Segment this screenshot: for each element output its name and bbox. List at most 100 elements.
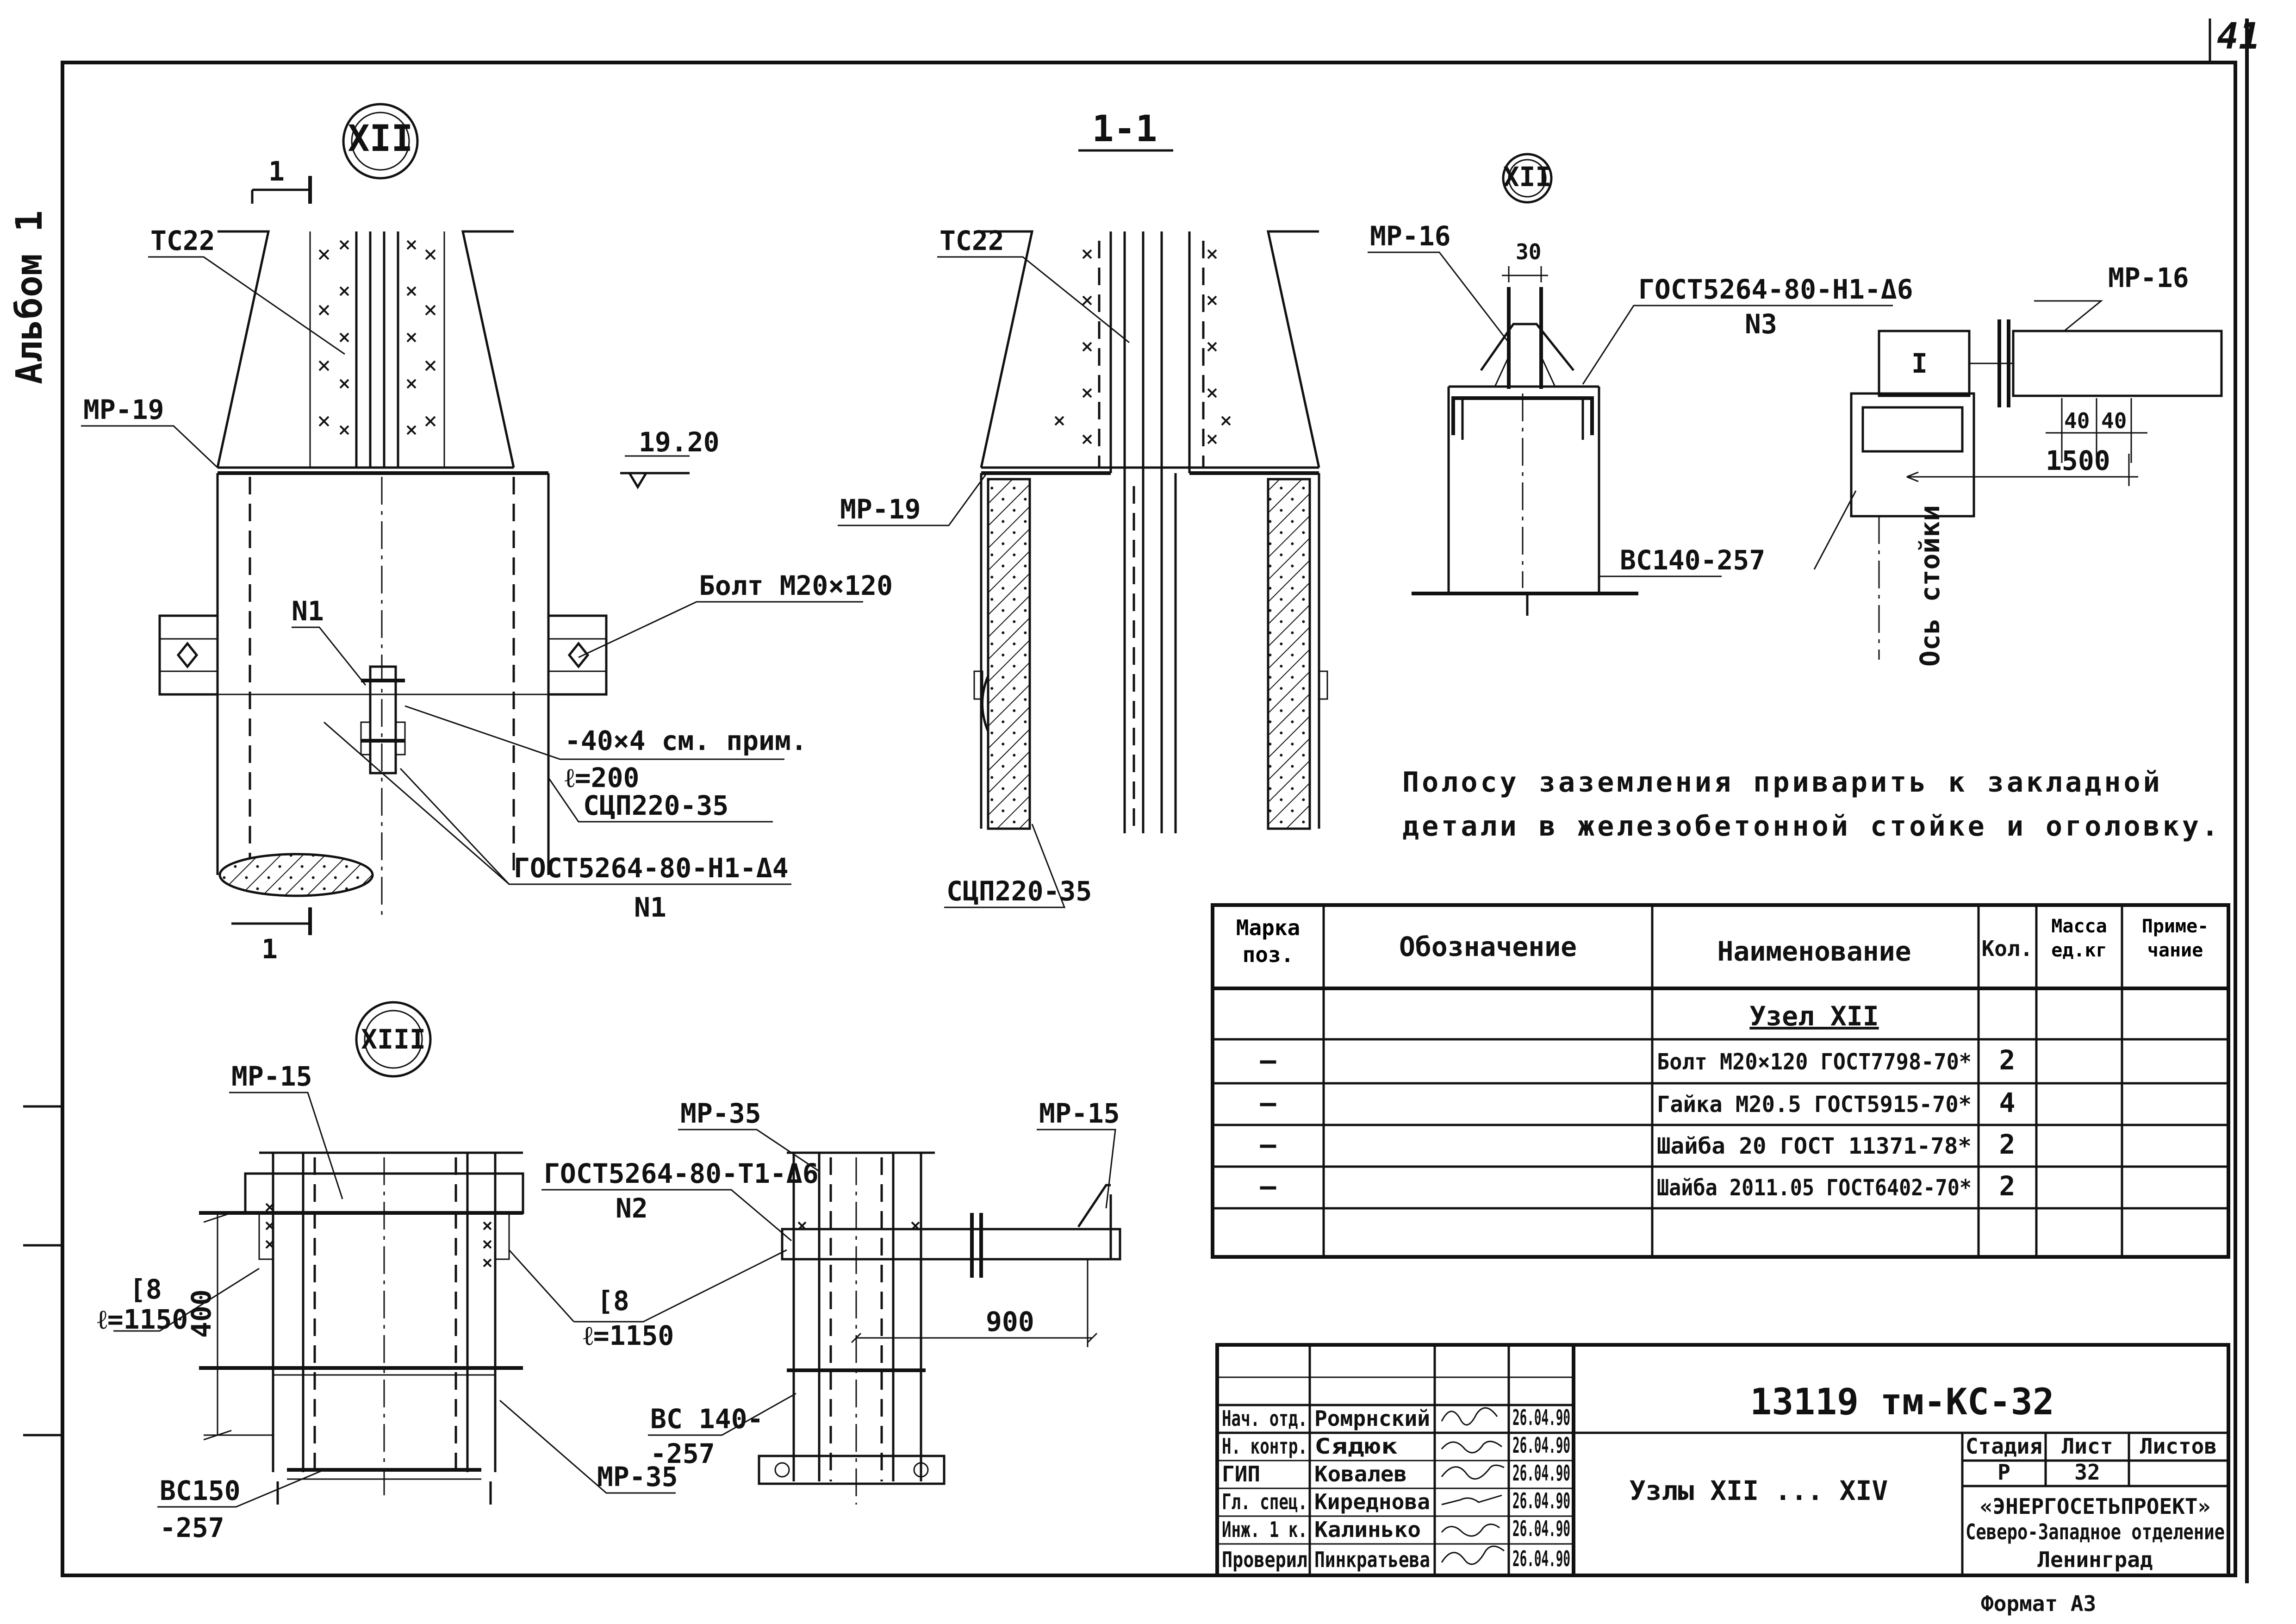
th-designation: Обозначение bbox=[1399, 931, 1577, 962]
section-1-1: 1-1 ТС22 МР-19 СЦП220-35 bbox=[838, 108, 1328, 908]
node-xii-detail: XII 30 МР-16 ГОСТ5264-80-Н1-Δ6 N3 ВС140-… bbox=[1368, 153, 2223, 667]
person-2-name: Сядюк bbox=[1314, 1434, 1398, 1459]
title-name: Узлы XII ... XIV bbox=[1630, 1475, 1888, 1506]
label-gost-n1-tag: N1 bbox=[634, 892, 666, 923]
th-mass: Масса ед.кг bbox=[2051, 916, 2107, 961]
format-label: Формат А3 bbox=[1981, 1591, 2096, 1616]
spec-group-title: Узел XII bbox=[1749, 1000, 1879, 1032]
node-xii-elevation: XII 1 1 bbox=[81, 103, 893, 965]
person-5-date: 26.04.90 bbox=[1512, 1516, 1570, 1541]
label-vs150-2: -257 bbox=[160, 1512, 224, 1543]
spec-table: Марка поз. Обозначение Наименование Кол.… bbox=[1211, 903, 2230, 1259]
label-tc22-left: ТС22 bbox=[150, 225, 215, 256]
label-mr35-a: МР-35 bbox=[680, 1098, 761, 1129]
section-title: 1-1 bbox=[1092, 108, 1157, 150]
cut-label-top: 1 bbox=[268, 156, 285, 187]
dim-40b: 40 bbox=[2101, 408, 2127, 433]
person-4-name: Киреднова bbox=[1314, 1489, 1430, 1514]
note-line-2: детали в железобетонной стойке и оголовк… bbox=[1402, 810, 2221, 843]
person-1-name: Ромрнский bbox=[1314, 1406, 1430, 1431]
title-org-1: «ЭНЕРГОСЕТЬПРОЕКТ» bbox=[1980, 1494, 2211, 1519]
label-tc22-mid: ТС22 bbox=[940, 225, 1004, 256]
node-xii-detail-tag: XII bbox=[1503, 161, 1552, 193]
label-scp-mid: СЦП220-35 bbox=[946, 875, 1092, 907]
label-i-mark: I bbox=[1911, 348, 1928, 379]
dim-400: 400 bbox=[186, 1289, 217, 1338]
person-3-role: ГИП bbox=[1222, 1462, 1260, 1487]
album-label: Альбом 1 bbox=[9, 210, 50, 384]
spec-row-2-mark: — bbox=[1260, 1087, 1276, 1118]
elevation-label: 19.20 bbox=[639, 426, 720, 458]
label-mr15-b: МР-15 bbox=[1039, 1098, 1120, 1129]
label-vs140-b1: ВС 140- bbox=[650, 1403, 763, 1435]
dim-900: 900 bbox=[986, 1306, 1034, 1337]
th-name: Наименование bbox=[1717, 936, 1911, 967]
label-l200: ℓ=200 bbox=[565, 762, 639, 793]
label-axis-stoiki: Ось стойки bbox=[1914, 505, 1946, 667]
spec-row-2-name: Гайка М20.5 ГОСТ5915-70* bbox=[1657, 1092, 1972, 1118]
spec-row-4-mark: — bbox=[1260, 1170, 1276, 1202]
dim-1500: 1500 bbox=[2046, 445, 2110, 476]
label-gost-n2: ГОСТ5264-80-Т1-Δ6 bbox=[544, 1158, 819, 1189]
label-c8-a: [8 bbox=[130, 1274, 162, 1305]
spec-row-4-qty: 2 bbox=[1999, 1170, 2016, 1202]
label-gost-n1: ГОСТ5264-80-Н1-Δ4 bbox=[514, 852, 789, 884]
person-4-role: Гл. спец. bbox=[1222, 1489, 1307, 1514]
person-5-role: Инж. 1 к. bbox=[1222, 1517, 1307, 1542]
th-mark: Марка поз. bbox=[1236, 915, 1300, 967]
spec-row-2-qty: 4 bbox=[1999, 1087, 2016, 1118]
spec-row-3-qty: 2 bbox=[1999, 1129, 2016, 1160]
person-1-role: Нач. отд. bbox=[1222, 1406, 1307, 1431]
node-xiii-tag: XIII bbox=[361, 1024, 426, 1055]
label-n3: N3 bbox=[1745, 308, 1777, 340]
spec-row-4-name: Шайба 2011.05 ГОСТ6402-70* bbox=[1657, 1175, 1972, 1201]
person-3-date: 26.04.90 bbox=[1512, 1461, 1570, 1486]
title-block: 13119 тм-КС-32 Узлы XII ... XIV Стадия Л… bbox=[1215, 1343, 2230, 1577]
label-vs140-a: ВС140-257 bbox=[1620, 544, 1765, 576]
label-mr15-a: МР-15 bbox=[231, 1061, 312, 1092]
note-line-1: Полосу заземления приварить к закладной bbox=[1402, 766, 2163, 799]
label-bolt: Болт М20×120 bbox=[699, 570, 893, 601]
title-stage: Р bbox=[1997, 1460, 2010, 1485]
label-scp-left: СЦП220-35 bbox=[583, 790, 728, 821]
title-sheet: 32 bbox=[2074, 1460, 2100, 1485]
dim-40a: 40 bbox=[2064, 408, 2090, 433]
title-org-3: Ленинград bbox=[2037, 1547, 2153, 1572]
spec-row-1-name: Болт М20×120 ГОСТ7798-70* bbox=[1657, 1049, 1972, 1075]
title-doc-code: 13119 тм-КС-32 bbox=[1750, 1381, 2054, 1423]
label-c8-b: [8 bbox=[597, 1285, 629, 1317]
cut-label-bottom: 1 bbox=[261, 933, 278, 965]
person-1-date: 26.04.90 bbox=[1512, 1405, 1570, 1430]
label-l1150-a: ℓ=1150 bbox=[97, 1304, 188, 1335]
signatures bbox=[1441, 1407, 1505, 1565]
person-2-role: Н. контр. bbox=[1222, 1434, 1307, 1459]
label-mr35-b: МР-35 bbox=[597, 1461, 678, 1493]
label-mr19-left: МР-19 bbox=[83, 394, 164, 425]
node-xiii-view: XIII 400 МР-15 [8 ℓ=1150 bbox=[97, 1001, 787, 1543]
label-vs150-1: ВС150 bbox=[160, 1475, 241, 1506]
person-2-date: 26.04.90 bbox=[1512, 1433, 1570, 1458]
node-xiv-view: 900 МР-35 МР-15 ГОСТ5264-80-Т1-Δ6 N2 ВС … bbox=[541, 1098, 1121, 1505]
person-3-name: Ковалев bbox=[1314, 1462, 1407, 1487]
person-6-role: Проверил bbox=[1222, 1547, 1307, 1572]
th-qty: Кол. bbox=[1982, 936, 2033, 961]
spec-row-1-qty: 2 bbox=[1999, 1044, 2016, 1076]
label-mr16-a: МР-16 bbox=[1370, 220, 1451, 252]
title-org-2: Северо-Западное отделение bbox=[1966, 1519, 2225, 1544]
person-4-date: 26.04.90 bbox=[1512, 1488, 1570, 1513]
title-sheet-label: Лист bbox=[2062, 1434, 2113, 1459]
sheet-frame bbox=[23, 19, 2249, 1583]
general-note: Полосу заземления приварить к закладной … bbox=[1402, 766, 2221, 843]
title-stage-label: Стадия bbox=[1966, 1434, 2042, 1459]
spec-row-3-name: Шайба 20 ГОСТ 11371-78* bbox=[1657, 1133, 1972, 1159]
label-mr19-mid: МР-19 bbox=[840, 493, 921, 525]
person-5-name: Калинько bbox=[1314, 1517, 1421, 1542]
spec-row-1-mark: — bbox=[1260, 1044, 1276, 1076]
label-strip: -40×4 см. прим. bbox=[565, 725, 807, 756]
person-6-name: Пинкратьева bbox=[1314, 1547, 1430, 1572]
label-gost-n3: ГОСТ5264-80-Н1-Δ6 bbox=[1638, 274, 1913, 305]
title-sheets-label: Листов bbox=[2140, 1434, 2217, 1459]
page-number: 41 bbox=[2217, 16, 2260, 57]
label-n1-top: N1 bbox=[292, 595, 324, 627]
